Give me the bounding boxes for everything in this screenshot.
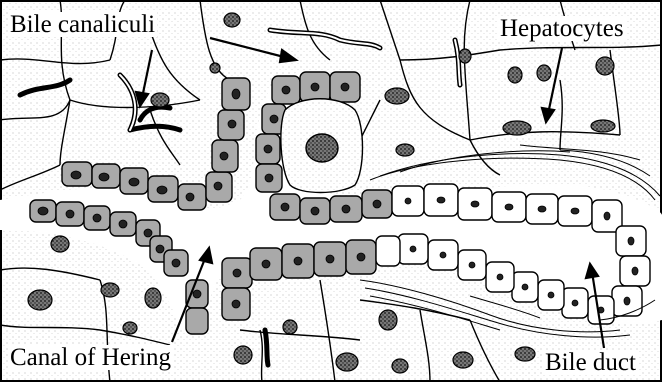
- label-bile-duct: Bile duct: [543, 350, 638, 375]
- central-hepatocyte: [281, 99, 363, 193]
- label-canal-of-hering: Canal of Hering: [8, 345, 173, 370]
- label-hepatocytes: Hepatocytes: [498, 16, 626, 41]
- label-bile-canaliculi: Bile canaliculi: [8, 12, 157, 37]
